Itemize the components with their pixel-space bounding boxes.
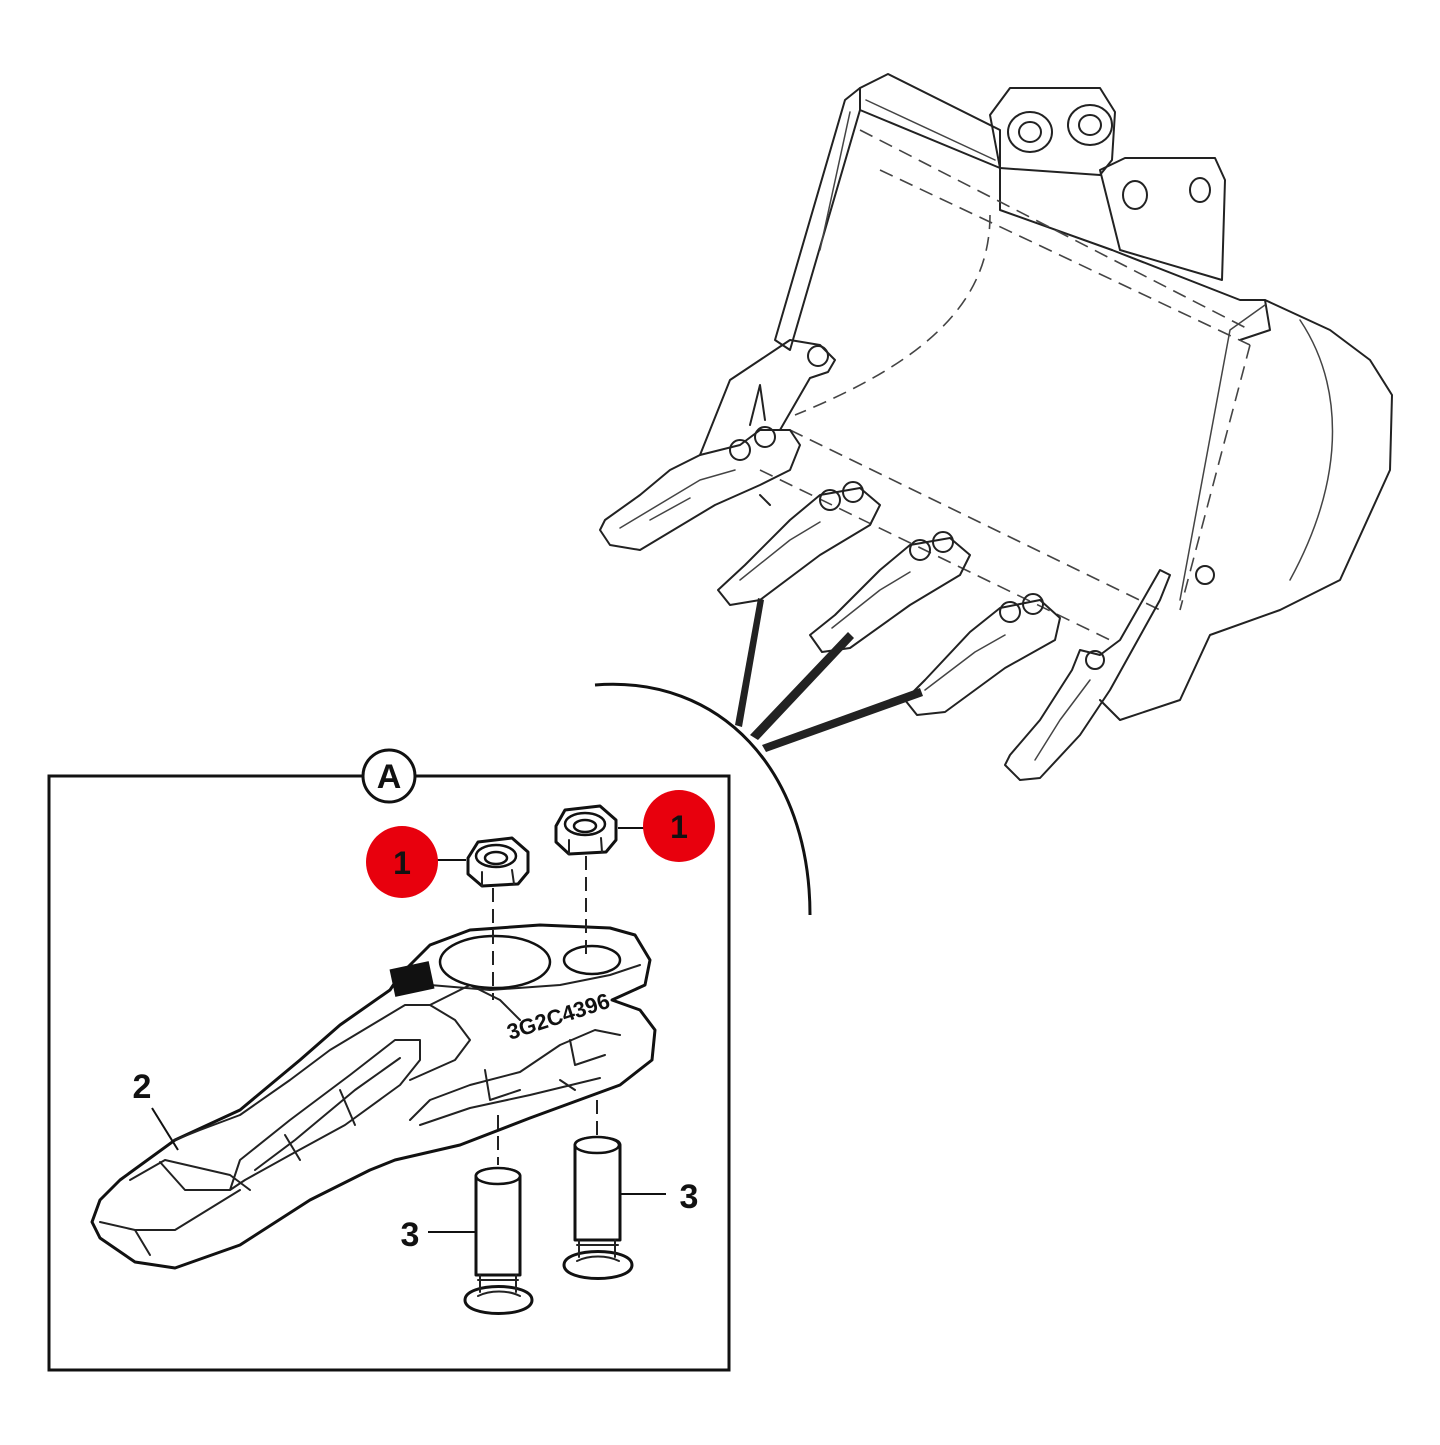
svg-text:1: 1 — [393, 845, 411, 881]
tooth-icon: 3G2C4396 — [90, 923, 657, 1270]
svg-text:1: 1 — [670, 809, 688, 845]
svg-text:3: 3 — [401, 1216, 420, 1254]
bolt-icon — [463, 1166, 534, 1315]
hex-nut-icon — [554, 804, 618, 856]
detail-label: A — [377, 758, 402, 796]
callout-bolt-left: 3 — [401, 1216, 476, 1254]
callout-tooth: 2 — [133, 1068, 179, 1151]
callout-red-bubble — [643, 790, 715, 862]
callout-red-bubble — [366, 826, 438, 898]
bucket-icon — [599, 73, 1393, 781]
detail-magnifier-arc — [594, 682, 812, 916]
hex-nut-icon — [466, 836, 530, 888]
bolt-icon — [562, 1135, 634, 1280]
callout-nut-left: 1 — [366, 826, 466, 898]
detail-label-badge: A — [361, 748, 417, 804]
svg-text:2: 2 — [133, 1068, 152, 1106]
callout-bolt-right: 3 — [620, 1178, 698, 1216]
callout-nut-right: 1 — [618, 790, 715, 862]
svg-text:3: 3 — [680, 1178, 699, 1216]
